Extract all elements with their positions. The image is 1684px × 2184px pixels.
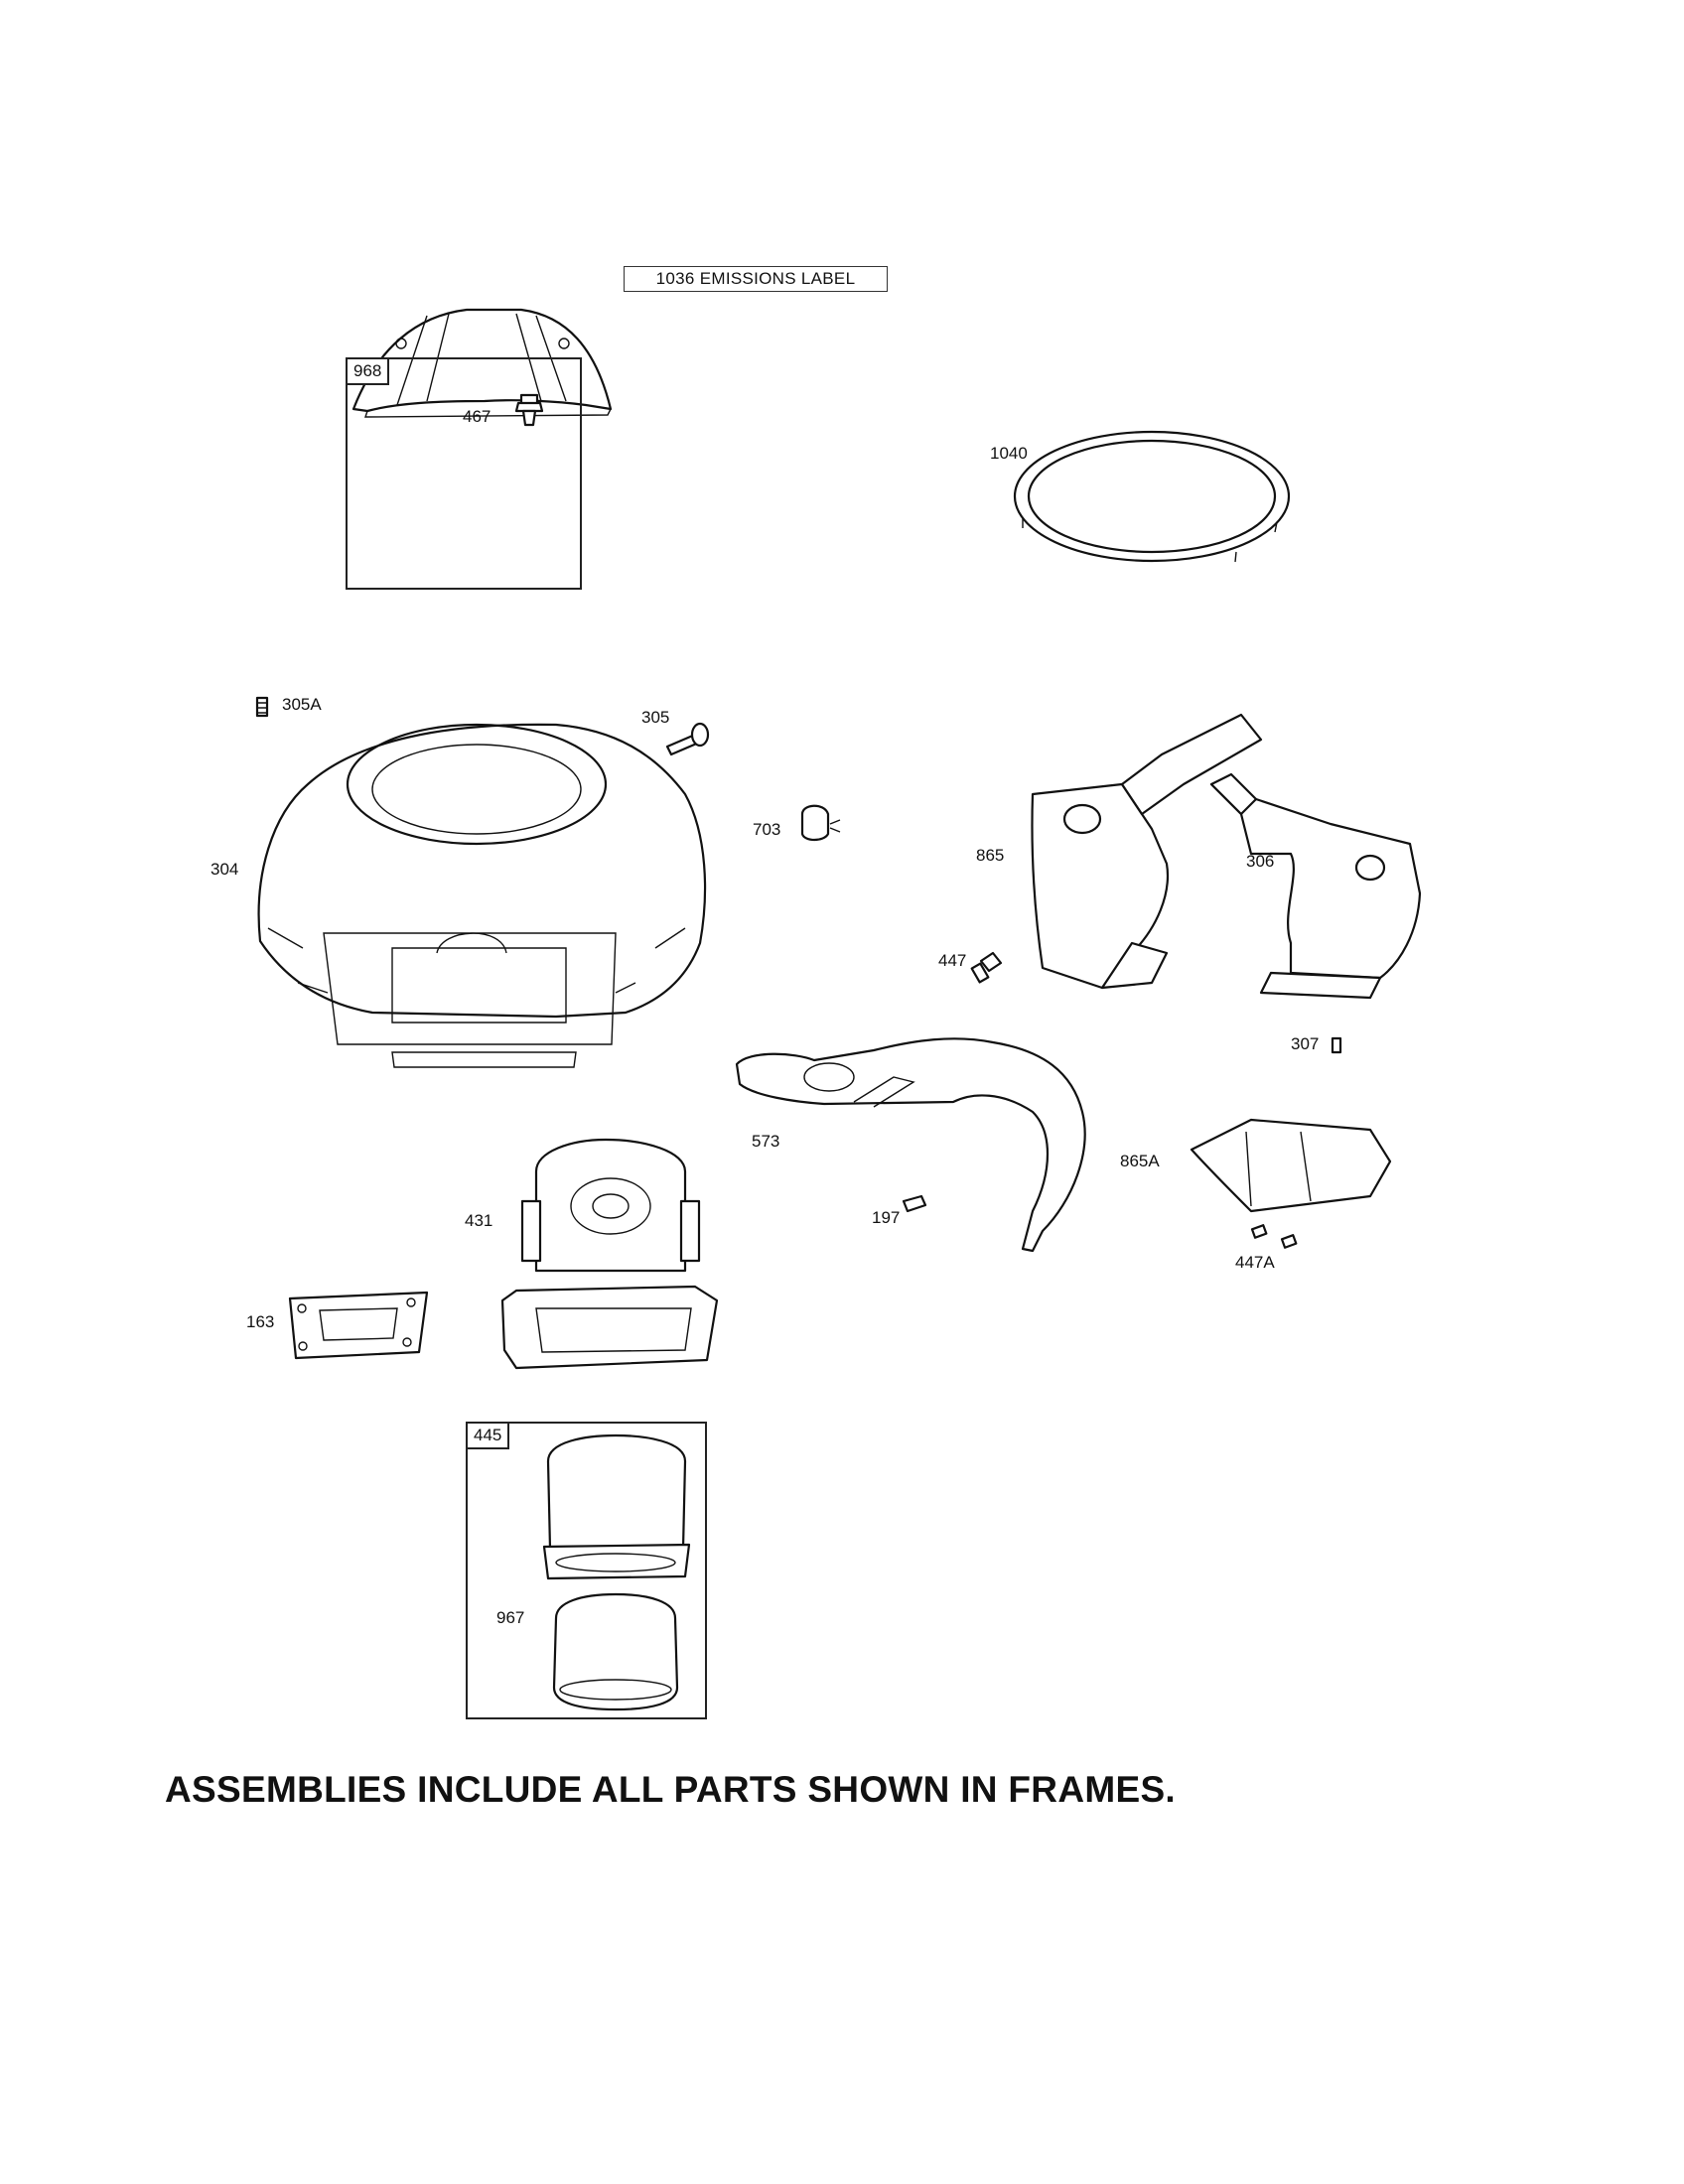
frame-445-tag: 445 xyxy=(466,1422,510,1449)
callout-447A: 447A xyxy=(1235,1253,1275,1272)
part-865-baffle-drawing xyxy=(1031,713,1263,990)
callout-865: 865 xyxy=(976,846,1005,865)
emissions-label-text: 1036 EMISSIONS LABEL xyxy=(655,269,856,288)
callout-467: 467 xyxy=(463,407,491,426)
part-967-filter-drawing xyxy=(552,1592,679,1711)
part-431-base-drawing xyxy=(500,1138,719,1370)
callout-573: 573 xyxy=(752,1132,780,1151)
part-163-gasket-drawing xyxy=(288,1291,429,1360)
callout-967: 967 xyxy=(496,1608,525,1627)
callout-163: 163 xyxy=(246,1312,275,1331)
part-865A-baffle-drawing xyxy=(1190,1118,1392,1213)
part-968-cover-drawing xyxy=(351,308,613,418)
part-305-bolt-drawing xyxy=(665,722,710,756)
callout-307: 307 xyxy=(1291,1034,1320,1053)
frame-445: 445 xyxy=(466,1422,707,1719)
part-306-baffle-drawing xyxy=(1209,772,1422,1000)
part-305A-screw-drawing xyxy=(255,696,269,718)
part-1040-ring-drawing xyxy=(1013,430,1291,563)
callout-1040: 1040 xyxy=(990,444,1028,463)
part-197-screw-drawing xyxy=(902,1194,927,1213)
footer-note: ASSEMBLIES INCLUDE ALL PARTS SHOWN IN FR… xyxy=(165,1769,1177,1810)
part-307-screw-drawing xyxy=(1331,1036,1342,1054)
callout-703: 703 xyxy=(753,820,781,839)
callout-305A: 305A xyxy=(282,695,322,714)
emissions-label-box: 1036 EMISSIONS LABEL xyxy=(624,266,888,292)
callout-865A: 865A xyxy=(1120,1152,1160,1170)
part-573-plate-drawing xyxy=(735,1037,1086,1253)
frame-968-tag: 968 xyxy=(346,357,390,385)
part-445-cover-drawing xyxy=(542,1433,691,1580)
callout-431: 431 xyxy=(465,1211,493,1230)
callout-304: 304 xyxy=(210,860,239,879)
callout-447: 447 xyxy=(938,951,967,970)
part-467-pin-drawing xyxy=(514,393,544,427)
callout-305: 305 xyxy=(641,708,670,727)
callout-306: 306 xyxy=(1246,852,1275,871)
part-703-clip-drawing xyxy=(800,804,841,842)
part-447A-screw-drawing xyxy=(1250,1224,1298,1249)
part-447-screw-drawing xyxy=(970,951,1003,984)
frame-968: 968 xyxy=(346,357,582,590)
callout-197: 197 xyxy=(872,1208,901,1227)
part-304-housing-drawing xyxy=(257,723,707,1068)
